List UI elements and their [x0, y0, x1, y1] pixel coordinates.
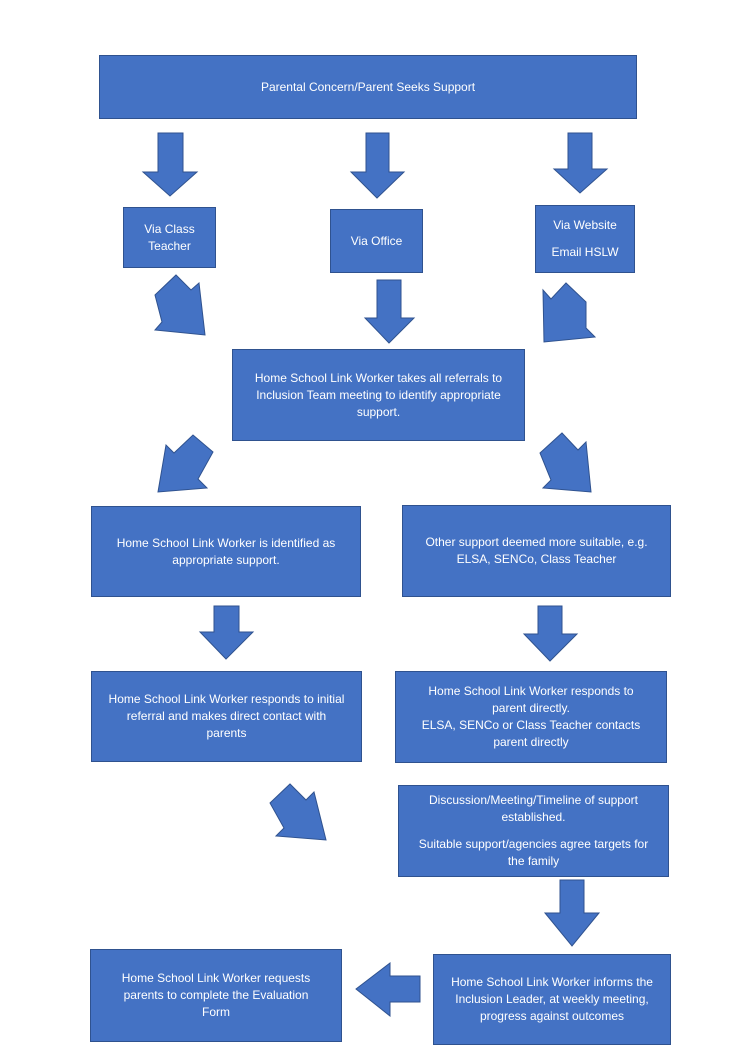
arrow-down-3: [552, 132, 609, 194]
arrow-down-2: [349, 132, 406, 199]
box-text-line: Inclusion Team meeting to identify appro…: [256, 387, 501, 402]
box-text-line: the family: [507, 854, 560, 868]
box-parental-concern: Parental Concern/Parent Seeks Support: [99, 55, 637, 119]
box-other-support: Other support deemed more suitable, e.g.…: [402, 505, 671, 597]
box-text-line: Via Office: [350, 233, 403, 248]
box-text-line: Home School Link Worker responds to: [428, 684, 634, 698]
arrow-diag-3: [157, 434, 214, 493]
box-text-line: parents to complete the Evaluation: [123, 988, 309, 1002]
box-text-line: Home School Link Worker requests: [121, 971, 311, 985]
box-text-line: Email HSLW: [551, 245, 619, 259]
box-text-line: Home School Link Worker takes all referr…: [254, 370, 503, 385]
box-hslw-informs: Home School Link Worker informs the Incl…: [433, 954, 671, 1045]
box-text-line: established.: [501, 810, 566, 824]
box-discussion: Discussion/Meeting/Timeline of support e…: [398, 785, 669, 877]
arrow-diag-5: [269, 783, 327, 841]
box-text-line: Teacher: [148, 238, 191, 253]
box-text-line: Inclusion Leader, at weekly meeting,: [455, 992, 649, 1006]
box-parental-concern-text: Parental Concern/Parent Seeks Support: [260, 79, 476, 94]
box-text-line: support.: [356, 404, 401, 419]
box-text-line: ELSA, SENCo, Class Teacher: [456, 552, 617, 566]
box-text-line: Discussion/Meeting/Timeline of support: [429, 793, 638, 807]
box-hslw-identified: Home School Link Worker is identified as…: [91, 506, 361, 597]
box-text-line: referral and makes direct contact with: [126, 709, 327, 723]
box-hslw-responds-parent: Home School Link Worker responds to pare…: [395, 671, 667, 763]
arrow-diag-2: [542, 282, 597, 343]
box-via-website: Via Website Email HSLW: [535, 205, 635, 273]
arrow-down-6: [522, 605, 579, 662]
box-text-line: Via Website: [553, 218, 617, 232]
box-text-line: parent directly.: [492, 701, 570, 715]
arrow-left-1: [355, 961, 421, 1018]
arrow-down-4: [363, 279, 416, 344]
box-text-line: appropriate support.: [172, 552, 280, 567]
arrow-down-7: [543, 879, 601, 947]
box-via-office: Via Office: [330, 209, 423, 273]
box-hslw-referrals: Home School Link Worker takes all referr…: [232, 349, 525, 441]
box-text-line: Form: [202, 1005, 230, 1019]
box-text-line: Home School Link Worker is identified as: [116, 535, 336, 550]
box-via-class-teacher: Via Class Teacher: [123, 207, 216, 268]
box-text-line: Home School Link Worker informs the: [451, 975, 653, 989]
arrow-down-1: [141, 132, 199, 197]
box-text-line: Other support deemed more suitable, e.g.: [425, 535, 648, 549]
box-hslw-requests: Home School Link Worker requests parents…: [90, 949, 342, 1042]
box-text-line: parent directly: [493, 735, 569, 749]
box-hslw-responds-initial: Home School Link Worker responds to init…: [91, 671, 362, 762]
arrow-down-5: [198, 605, 255, 660]
arrow-diag-1: [153, 274, 206, 336]
arrow-diag-4: [539, 432, 592, 493]
box-text-line: parents: [206, 726, 247, 740]
box-text-line: Home School Link Worker responds to init…: [108, 692, 345, 706]
box-text-line: ELSA, SENCo or Class Teacher contacts: [421, 718, 641, 732]
box-text-line: progress against outcomes: [479, 1009, 625, 1023]
box-text-line: Via Class: [144, 221, 195, 236]
box-text-line: Suitable support/agencies agree targets …: [418, 837, 649, 851]
